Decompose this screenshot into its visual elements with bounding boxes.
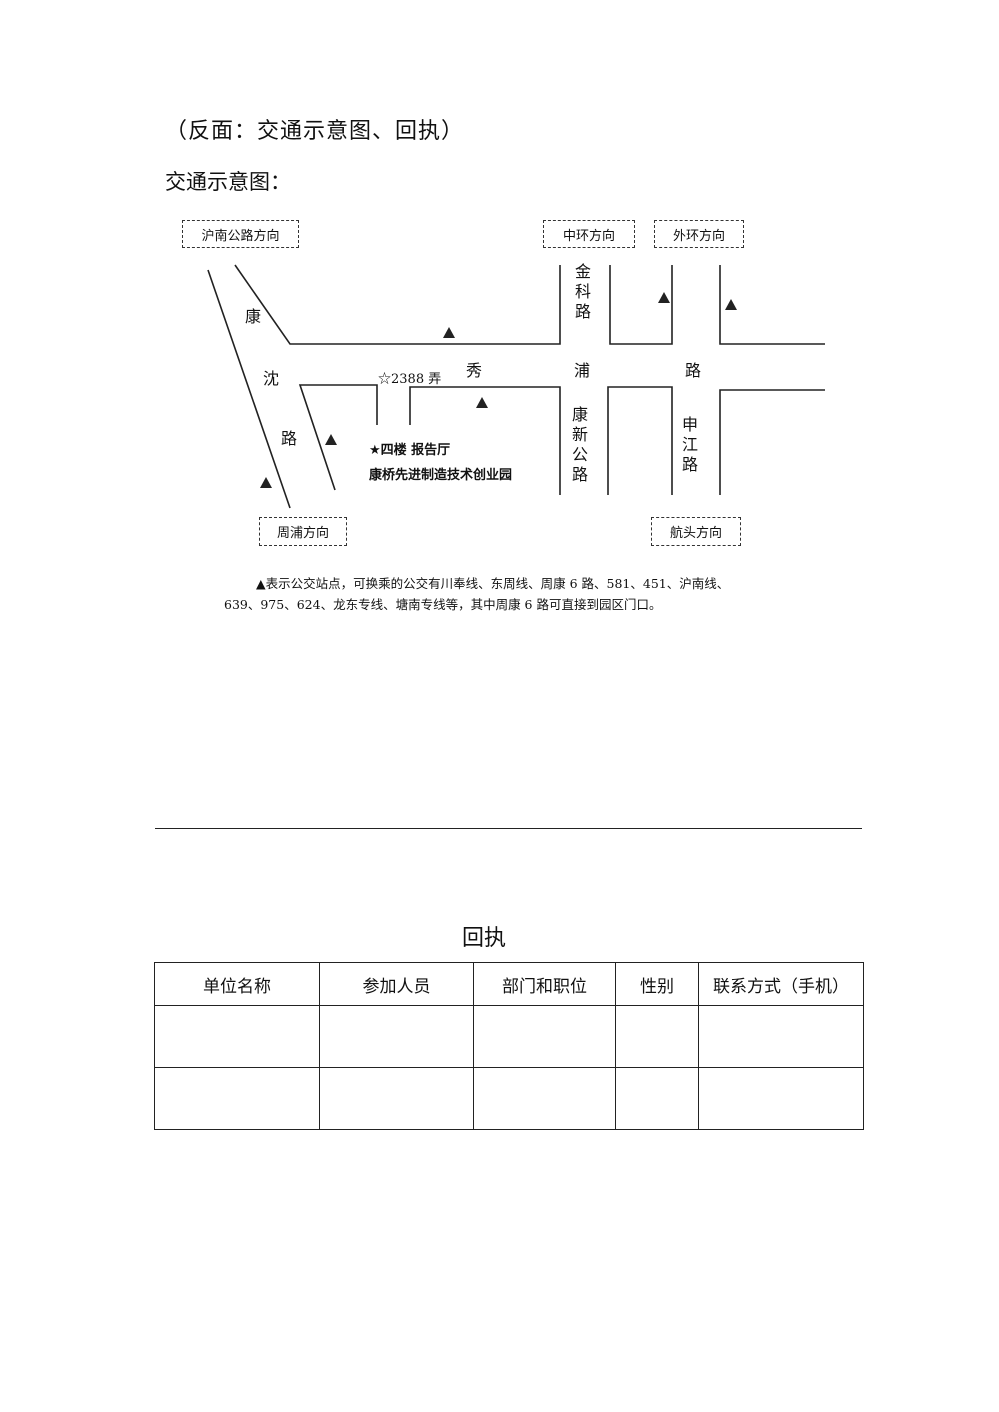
table-cell[interactable] [615,1005,699,1068]
direction-box-hunan: 沪南公路方向 [182,220,299,248]
receipt-table: 单位名称 参加人员 部门和职位 性别 联系方式（手机） [154,962,864,1130]
table-cell[interactable] [154,1005,320,1068]
column-header: 性别 [615,962,699,1006]
table-row [154,1005,864,1068]
table-row [154,1067,864,1130]
road-edge [234,264,561,345]
road-label-shenjiang: 申江路 [681,415,698,474]
column-header: 单位名称 [154,962,320,1006]
table-header-row: 单位名称 参加人员 部门和职位 性别 联系方式（手机） [154,962,864,1006]
road-label-kangxin: 康新公路 [571,405,588,484]
direction-box-waihuan: 外环方向 [654,220,744,248]
page-title: （反面：交通示意图、回执） [165,119,465,144]
receipt-title: 回执 [462,926,507,951]
road-edge [409,386,561,495]
road-label: 浦 [574,361,591,380]
table-cell[interactable] [698,1067,864,1130]
road-edge [609,265,673,345]
road-label-jinke: 金科路 [574,262,591,321]
column-header: 部门和职位 [473,962,616,1006]
table-cell[interactable] [473,1005,616,1068]
bus-stop-triangle-icon [260,477,272,488]
bus-stop-triangle-icon [443,327,455,338]
road-edge [719,389,825,495]
road-edge [719,265,825,345]
road-edge [607,386,673,495]
venue-label: ★四楼 报告厅 [369,443,451,458]
direction-box-zhoupu: 周浦方向 [259,517,347,546]
bus-note-line2: 639、975、624、龙东专线、塘南专线等，其中周康 6 路可直接到园区门口。 [224,597,662,612]
divider [155,828,862,829]
table-cell[interactable] [698,1005,864,1068]
road-edge [298,384,378,491]
bus-stop-triangle-icon [325,434,337,445]
table-cell[interactable] [473,1067,616,1130]
traffic-map [207,264,825,509]
direction-box-zhonghuan: 中环方向 [543,220,635,248]
table-cell[interactable] [319,1067,474,1130]
road-edge [207,269,291,509]
venue-name: 康桥先进制造技术创业园 [369,468,513,483]
bus-stop-triangle-icon [476,397,488,408]
column-header: 联系方式（手机） [698,962,864,1006]
lane-label: ☆2388 弄 [378,372,442,387]
table-cell[interactable] [319,1005,474,1068]
direction-box-hangtou: 航头方向 [651,517,741,546]
road-label: 路 [685,361,702,380]
road-label: 康 [245,307,262,326]
bus-stop-triangle-icon [658,292,670,303]
road-label: 沈 [263,369,280,388]
table-cell[interactable] [154,1067,320,1130]
column-header: 参加人员 [319,962,474,1006]
road-label: 秀 [466,361,483,380]
road-label: 路 [281,429,298,448]
bus-stop-triangle-icon [725,299,737,310]
bus-note-line1: ▲表示公交站点，可换乘的公交有川奉线、东周线、周康 6 路、581、451、沪南… [256,576,730,591]
table-cell[interactable] [615,1067,699,1130]
map-heading: 交通示意图： [165,170,291,194]
